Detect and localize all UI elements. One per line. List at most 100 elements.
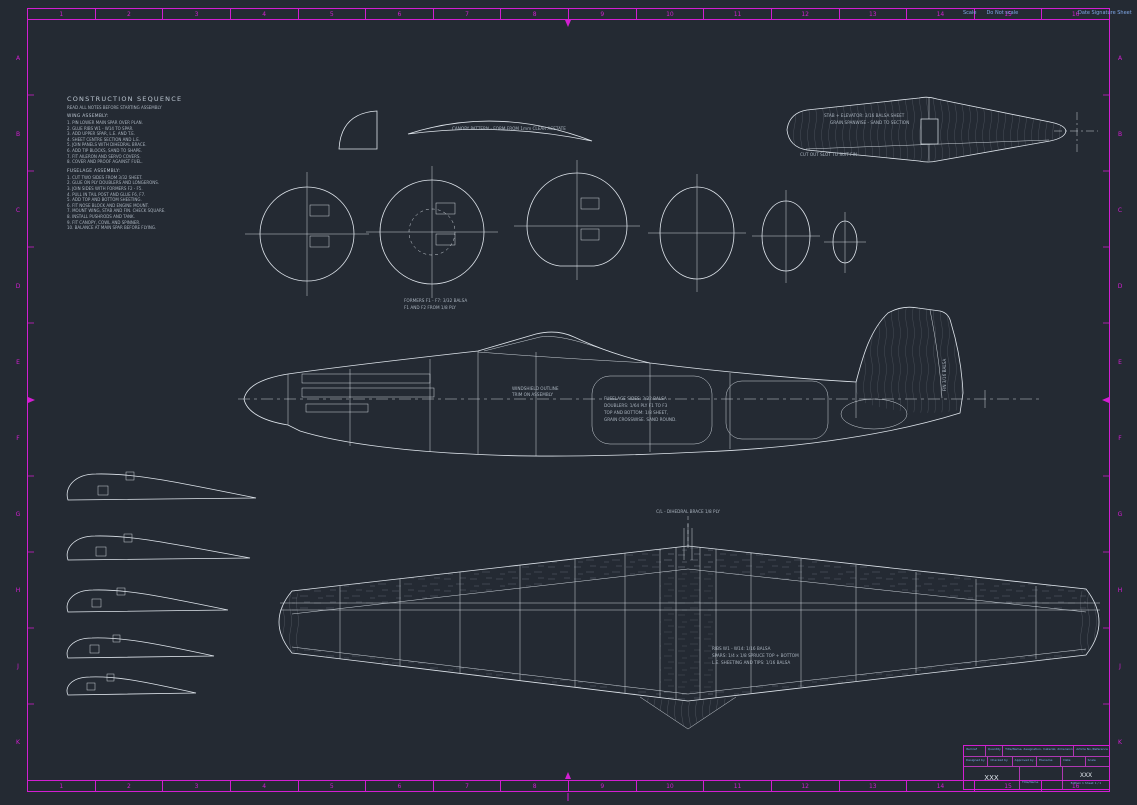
ruler-number: 1 xyxy=(28,9,96,19)
rib-sections xyxy=(66,471,257,696)
ruler-letter: A xyxy=(15,54,21,62)
corner-scale: Scale Do Not scale xyxy=(963,10,1018,16)
note-line: 2. GLUE ON PLY DOUBLERS AND LONGERONS. xyxy=(67,180,160,186)
edition-value: 1 xyxy=(1082,780,1084,785)
ruler-number: 6 xyxy=(366,781,434,791)
svg-text:CUT OUT SLOT TO SUIT FIN: CUT OUT SLOT TO SUIT FIN xyxy=(800,152,857,157)
svg-text:FIN 3/16 BALSA: FIN 3/16 BALSA xyxy=(942,359,947,392)
ruler-letter: B xyxy=(15,130,21,138)
frame-center-marks xyxy=(28,20,1109,801)
former-2 xyxy=(366,166,498,298)
ruler-number: 3 xyxy=(163,781,231,791)
ruler-number: 6 xyxy=(366,9,434,19)
fuselage-assembly-steps: 1. CUT TWO SIDES FROM 3/32 SHEET.2. GLUE… xyxy=(67,175,242,231)
former-1 xyxy=(245,172,369,296)
ruler-number: 12 xyxy=(772,9,840,19)
note-line: 9. FIT CANOPY, COWL AND SPINNER. xyxy=(67,219,141,225)
title-block-header-cell: Article No./Reference xyxy=(1076,747,1108,751)
ruler-letter: G xyxy=(1117,510,1123,518)
note-line: 2. GLUE RIBS W1 - W14 TO SPAR. xyxy=(67,125,134,131)
ruler-number: 11 xyxy=(704,781,772,791)
svg-text:SPARS: 1/4 x 1/8 SPRUCE TOP +: SPARS: 1/4 x 1/8 SPRUCE TOP + BOTTOM xyxy=(712,653,799,658)
drawing-number-cell: XXX Edition 1 Sheet 1 / 1 xyxy=(1063,767,1109,789)
ruler-letter: B xyxy=(1117,130,1123,138)
canopy-template: CANOPY PATTERN - FORM FROM 1mm CLEAR ACE… xyxy=(407,120,593,142)
ruler-number: 5 xyxy=(299,781,367,791)
ruler-number: 14 xyxy=(907,9,975,19)
ruler-number: 12 xyxy=(772,781,840,791)
ruler-letter: A xyxy=(1117,54,1123,62)
ruler-number: 10 xyxy=(637,781,705,791)
title-block-field-cell: Date xyxy=(1061,757,1086,766)
formers-note: FORMERS F1 - F7: 3/32 BALSA F1 AND F2 FR… xyxy=(404,298,467,310)
ruler-number: 13 xyxy=(840,9,908,19)
ruler-number: 4 xyxy=(231,9,299,19)
svg-text:F1 AND F2 FROM 1/8 PLY: F1 AND F2 FROM 1/8 PLY xyxy=(404,305,456,310)
ruler-number: 13 xyxy=(840,781,908,791)
note-line: 10. BALANCE AT MAIN SPAR BEFORE FLYING. xyxy=(67,225,157,231)
note-line: 5. ADD TOP AND BOTTOM SHEETING. xyxy=(67,197,142,203)
ruler-number: 5 xyxy=(299,9,367,19)
tailplane-view: STAB + ELEVATOR: 3/16 BALSA SHEET GRAIN … xyxy=(786,96,1098,163)
ruler-letter: D xyxy=(15,282,21,290)
ruler-letter: K xyxy=(1118,738,1122,746)
ruler-number: 8 xyxy=(501,781,569,791)
ruler-letter: H xyxy=(15,586,21,594)
ruler-letter: F xyxy=(1118,434,1122,442)
scale-label: Scale xyxy=(963,10,977,16)
ruler-letter: F xyxy=(16,434,20,442)
ruler-letter: G xyxy=(15,510,21,518)
svg-text:GRAIN SPANWISE - SAND TO SECTI: GRAIN SPANWISE - SAND TO SECTION xyxy=(830,120,909,125)
ruler-number: 15 xyxy=(975,781,1043,791)
notes-intro: READ ALL NOTES BEFORE STARTING ASSEMBLY xyxy=(67,105,162,110)
ruler-letter: J xyxy=(17,662,19,670)
edition-label: Edition xyxy=(1070,780,1082,785)
note-line: 7. MOUNT WING, STAB AND FIN. CHECK SQUAR… xyxy=(67,208,166,214)
svg-text:RIBS W1 - W14: 1/16 BALSA: RIBS W1 - W14: 1/16 BALSA xyxy=(712,646,771,651)
ruler-number: 7 xyxy=(434,9,502,19)
note-line: 5. JOIN PANELS WITH DIHEDRAL BRACE. xyxy=(67,142,147,148)
svg-text:L.E. SHEETING AND TIPS: 1/16 B: L.E. SHEETING AND TIPS: 1/16 BALSA xyxy=(712,660,790,665)
note-line: 1. CUT TWO SIDES FROM 3/32 SHEET. xyxy=(67,174,143,180)
title-block-field-cell: Designed by xyxy=(964,757,989,766)
title-label: Title/Name xyxy=(1022,780,1039,784)
svg-text:DOUBLERS: 1/64 PLY F1 TO F3: DOUBLERS: 1/64 PLY F1 TO F3 xyxy=(604,403,668,408)
former-3 xyxy=(514,160,640,280)
ruler-letter: D xyxy=(1117,282,1123,290)
ruler-number: 10 xyxy=(637,9,705,19)
owner-value: XXX xyxy=(964,767,1020,789)
note-line: 4. SHEET CENTRE SECTION AND L.E. xyxy=(67,136,141,142)
ruler-number: 9 xyxy=(569,781,637,791)
note-line: 8. INSTALL PUSHRODS AND TANK. xyxy=(67,213,135,219)
svg-text:CANOPY PATTERN - FORM FROM 1mm: CANOPY PATTERN - FORM FROM 1mm CLEAR ACE… xyxy=(452,126,566,131)
title-block-header-cell: Itemref xyxy=(964,746,986,756)
ruler-number: 8 xyxy=(501,9,569,19)
ruler-number: 3 xyxy=(163,9,231,19)
notes-title: CONSTRUCTION SEQUENCE xyxy=(67,95,183,103)
title-block-header-cell: Title/Name, designation, material, dimen… xyxy=(1003,746,1075,756)
construction-notes: CONSTRUCTION SEQUENCE READ ALL NOTES BEF… xyxy=(67,95,242,231)
ruler-number: 15 xyxy=(975,9,1043,19)
svg-text:WINDSHIELD OUTLINE: WINDSHIELD OUTLINE xyxy=(512,386,559,391)
svg-text:TRIM ON ASSEMBLY: TRIM ON ASSEMBLY xyxy=(511,392,553,397)
wing-plan-view: C/L - DIHEDRAL BRACE 1/8 PLY RIBS W1 - W… xyxy=(278,509,1100,730)
note-line: 7. FIT AILERON AND SERVO COVERS. xyxy=(67,153,141,159)
ruler-number: 7 xyxy=(434,781,502,791)
ruler-letter: C xyxy=(1117,206,1123,214)
wing-assembly-steps: 1. PIN LOWER MAIN SPAR OVER PLAN.2. GLUE… xyxy=(67,120,242,165)
ruler-number: 16 xyxy=(1071,782,1080,790)
corner-signature: Date Signature Sheet xyxy=(1078,10,1132,16)
fuselage-side-view: WINDSHIELD OUTLINE TRIM ON ASSEMBLY FUSE… xyxy=(238,306,1042,457)
sheet-info: Edition 1 Sheet 1 / 1 xyxy=(1071,781,1102,785)
ruler-letter: E xyxy=(16,358,20,366)
ruler-number: 16 xyxy=(1071,10,1080,18)
note-line: 6. ADD TIP BLOCKS, SAND TO SHAPE. xyxy=(67,147,143,153)
svg-text:GRAIN CROSSWISE. SAND ROUND.: GRAIN CROSSWISE. SAND ROUND. xyxy=(604,417,677,422)
svg-text:TOP AND BOTTOM: 1/8 SHEET,: TOP AND BOTTOM: 1/8 SHEET, xyxy=(603,410,668,415)
